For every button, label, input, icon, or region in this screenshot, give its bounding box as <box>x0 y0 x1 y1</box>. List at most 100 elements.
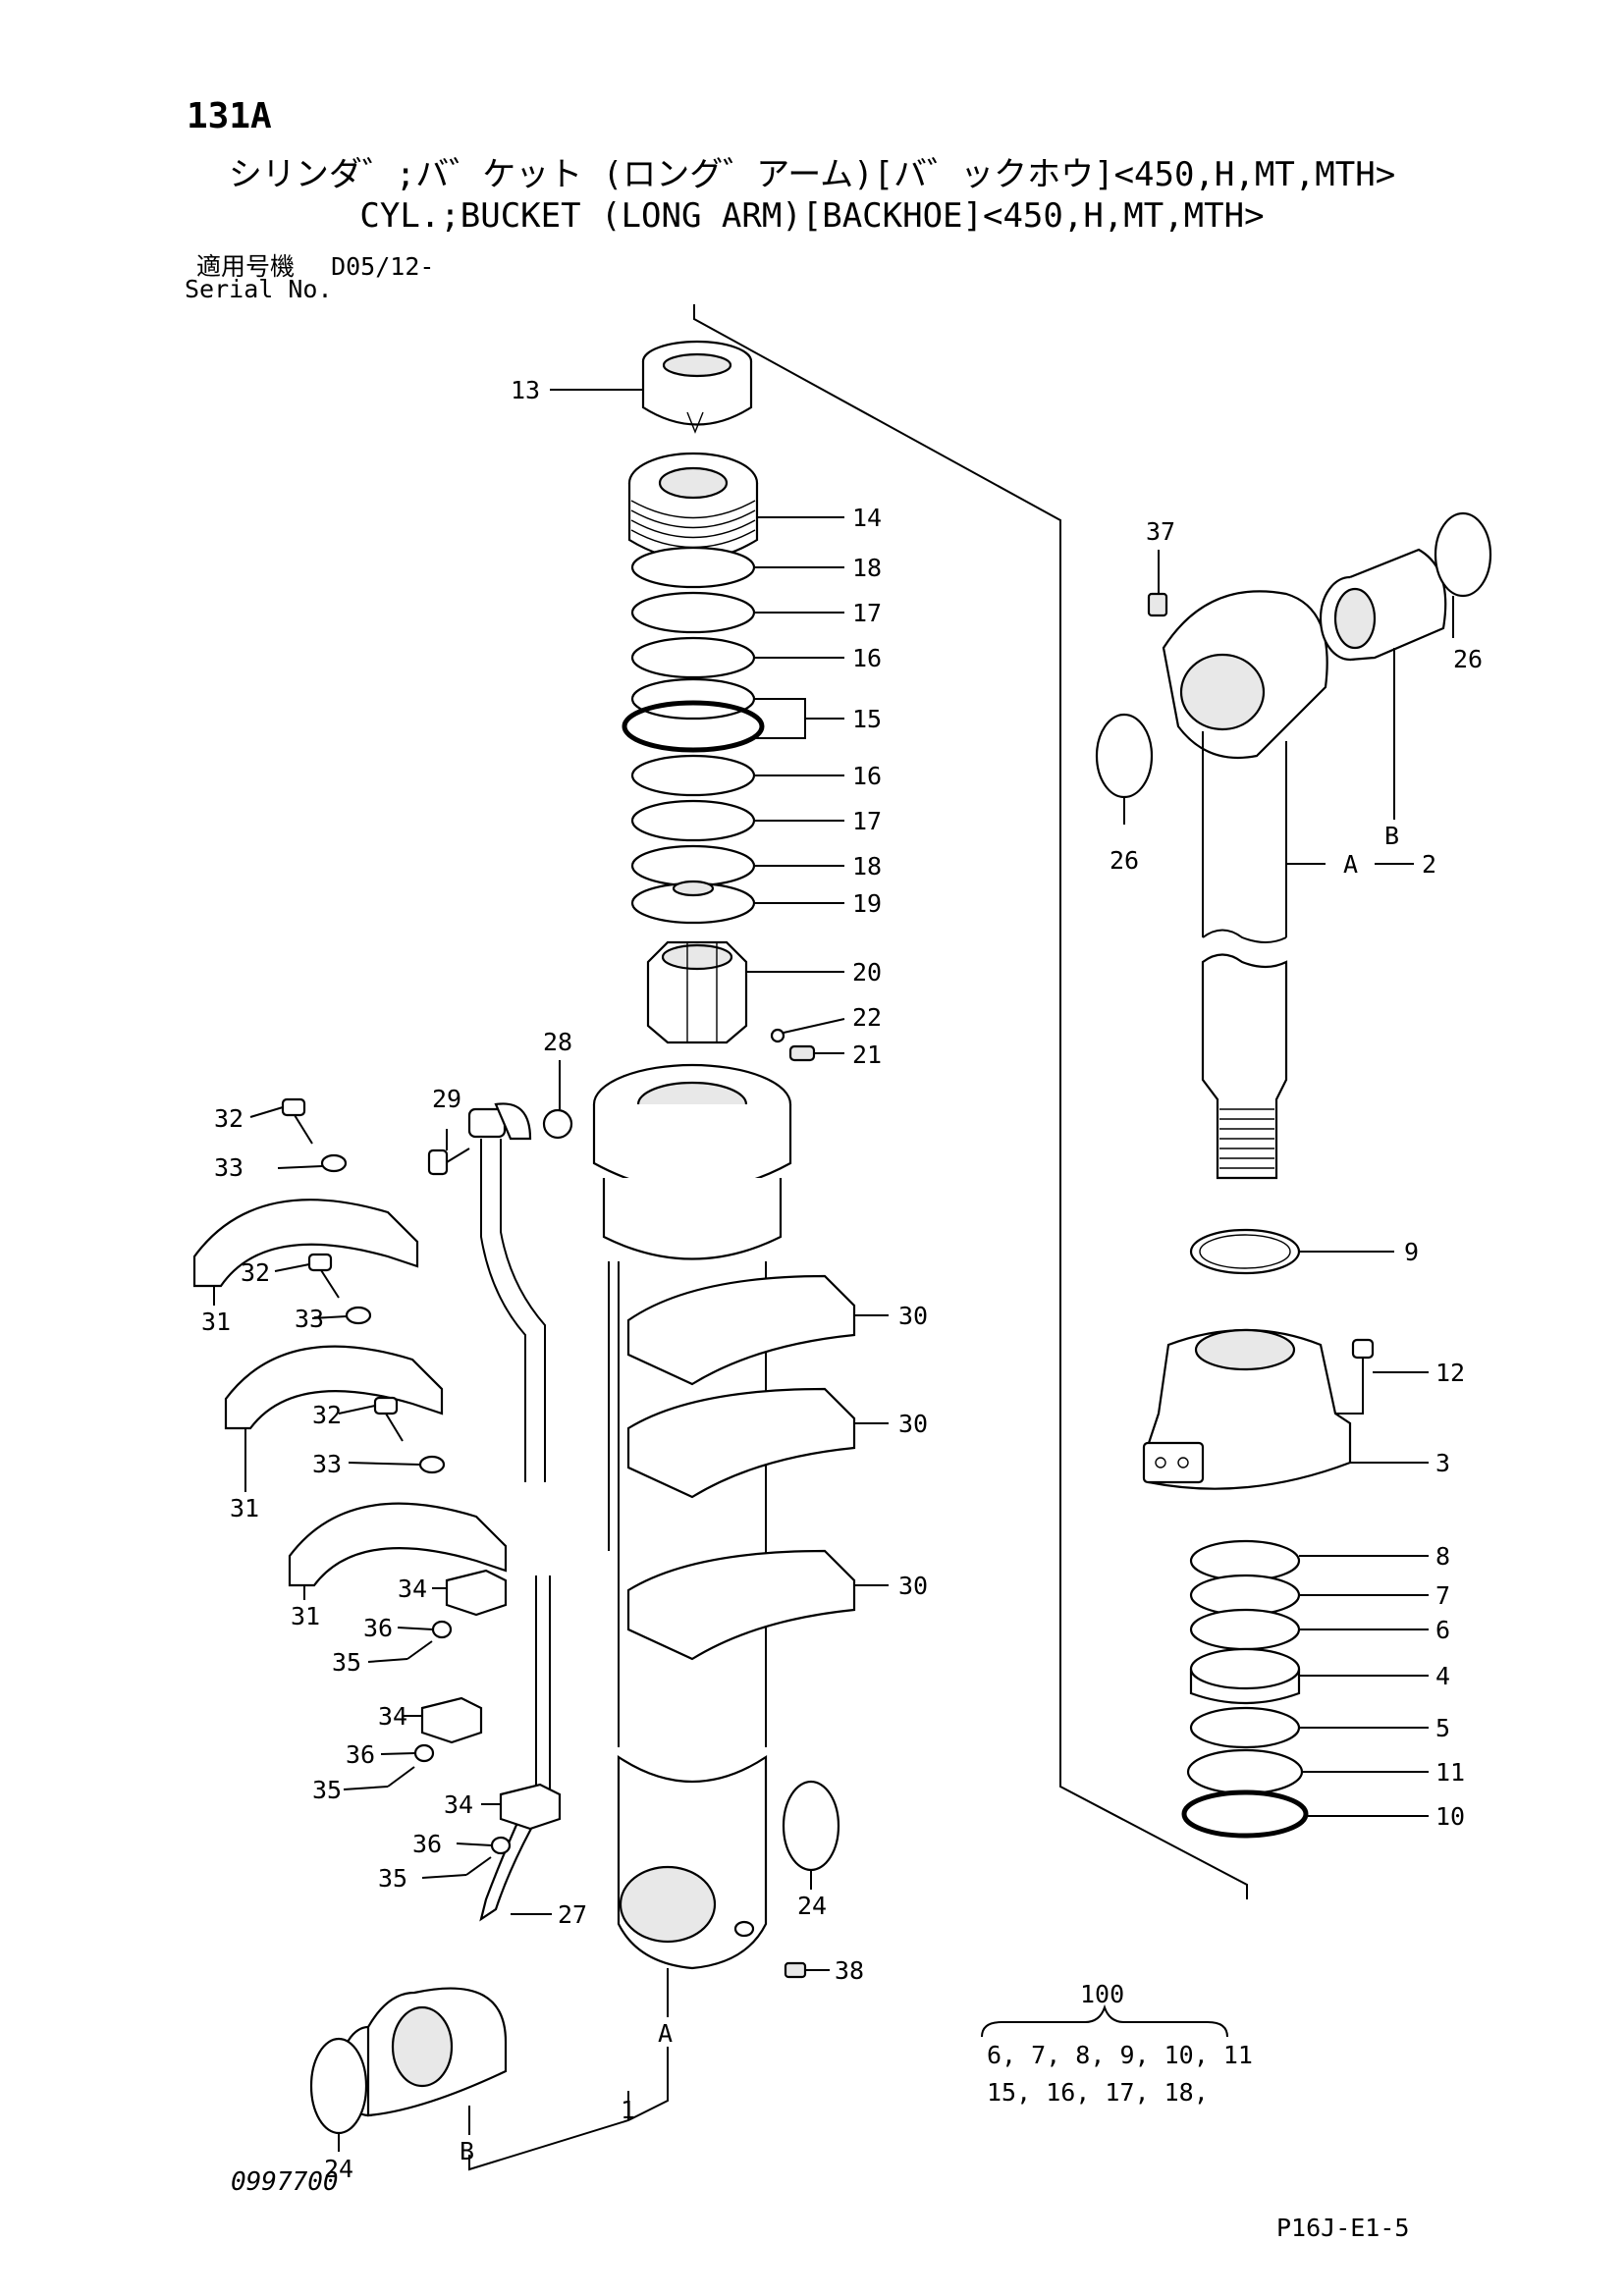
part-24-ring-bottom <box>309 2037 368 2135</box>
part-24-ring-side <box>782 1780 840 1872</box>
part-22-ball <box>770 1028 785 1043</box>
callout-33: 33 <box>214 1153 244 1182</box>
kit-parts-line1: 6, 7, 8, 9, 10, 11 <box>987 2041 1253 2069</box>
callout-37: 37 <box>1146 517 1175 546</box>
callout-32: 32 <box>312 1401 342 1429</box>
part-3-piston <box>1142 1328 1352 1490</box>
callout-31: 31 <box>230 1494 259 1522</box>
callout-4: 4 <box>1435 1662 1450 1690</box>
callout-B: B <box>460 2137 474 2165</box>
serial-line-japanese: 適用号機 D05/12- <box>196 247 434 283</box>
callout-19: 19 <box>852 889 882 918</box>
callout-17: 17 <box>852 807 882 835</box>
callout-33: 33 <box>312 1450 342 1478</box>
part-35-bolts <box>387 1640 492 1876</box>
part-14-gland <box>627 452 759 561</box>
callout-9: 9 <box>1404 1238 1419 1266</box>
callout-14: 14 <box>852 504 882 532</box>
part-12-bolt <box>1351 1338 1375 1394</box>
cylinder-head <box>592 1063 792 1260</box>
title-japanese: シリンダ゛;バ゛ケット (ロング゛アーム)[バ゛ックホウ]<450,H,MT,M… <box>228 155 1396 194</box>
part-34-clips <box>420 1569 562 1831</box>
page-reference: P16J-E1-5 <box>1276 2214 1410 2242</box>
callout-3: 3 <box>1435 1449 1450 1477</box>
callout-1: 1 <box>621 2096 635 2124</box>
callout-36: 36 <box>346 1740 375 1769</box>
callout-18: 18 <box>852 852 882 881</box>
callout-35: 35 <box>332 1648 361 1677</box>
callout-34: 34 <box>398 1575 427 1603</box>
part-bushing-top <box>1319 548 1447 662</box>
callout-29: 29 <box>432 1085 461 1113</box>
callout-30: 30 <box>898 1572 928 1600</box>
callout-10: 10 <box>1435 1802 1465 1831</box>
callout-35: 35 <box>312 1776 342 1804</box>
drawing-number: 0997700 <box>231 2167 339 2197</box>
callout-17: 17 <box>852 599 882 627</box>
callout-B: B <box>1384 822 1399 850</box>
part-33-washers <box>320 1153 446 1474</box>
part-31-clamps <box>192 1199 508 1587</box>
part-20-nut <box>646 940 748 1044</box>
kit-parts-line2: 15, 16, 17, 18, <box>987 2078 1209 2107</box>
callout-30: 30 <box>898 1302 928 1330</box>
serial-value: D05/12- <box>331 252 435 281</box>
part-9-ring <box>1189 1228 1301 1275</box>
callout-34: 34 <box>444 1790 473 1819</box>
callout-33: 33 <box>295 1305 324 1333</box>
callout-22: 22 <box>852 1003 882 1032</box>
callout-A: A <box>1343 850 1358 879</box>
part-21-screw <box>788 1044 816 1062</box>
callout-24: 24 <box>324 2155 353 2183</box>
page-number: 131A <box>187 96 272 136</box>
part-27-pipe <box>467 1102 551 1922</box>
callout-34: 34 <box>378 1702 407 1731</box>
callout-labels: 13 14 18 17 16 15 16 17 18 19 20 22 21 2… <box>201 376 1483 2183</box>
callout-18: 18 <box>852 554 882 582</box>
callout-11: 11 <box>1435 1758 1465 1787</box>
assembly-boundary <box>608 304 1248 1899</box>
callout-6: 6 <box>1435 1616 1450 1644</box>
callout-20: 20 <box>852 958 882 987</box>
callout-31: 31 <box>201 1308 231 1336</box>
part-30-bands <box>626 1274 856 1661</box>
callout-32: 32 <box>214 1104 244 1133</box>
part-37-grease-nipple <box>1147 592 1168 617</box>
part-2-rod <box>1162 590 1328 1180</box>
seal-stack <box>622 546 765 925</box>
callout-36: 36 <box>363 1614 393 1642</box>
callout-31: 31 <box>291 1602 320 1630</box>
callout-16: 16 <box>852 762 882 790</box>
callout-16: 16 <box>852 644 882 672</box>
callout-A: A <box>658 2019 673 2048</box>
callout-21: 21 <box>852 1041 882 1069</box>
lower-ring-stack <box>1181 1539 1309 1839</box>
callout-28: 28 <box>543 1028 572 1056</box>
callout-38: 38 <box>835 1956 864 1985</box>
callout-15: 15 <box>852 705 882 733</box>
part-13-cap <box>641 340 753 434</box>
part-29-bolt <box>427 1148 470 1176</box>
callout-13: 13 <box>511 376 540 404</box>
callout-32: 32 <box>241 1258 270 1287</box>
kit-brace <box>981 2003 1228 2038</box>
callout-36: 36 <box>412 1830 442 1858</box>
kit-number: 100 <box>1080 1980 1124 2008</box>
leader-lines <box>213 389 1454 2171</box>
callout-5: 5 <box>1435 1714 1450 1742</box>
part-1-cylinder-tube <box>617 1261 768 1970</box>
callout-30: 30 <box>898 1410 928 1438</box>
part-28-oring <box>542 1108 573 1140</box>
serial-label-jp: 適用号機 <box>196 252 296 281</box>
callout-12: 12 <box>1435 1359 1465 1387</box>
part-9-ring-inner <box>1199 1234 1291 1269</box>
part-26-ring-left <box>1095 713 1154 799</box>
part-38-grease-nipple <box>784 1961 807 1979</box>
callout-8: 8 <box>1435 1542 1450 1571</box>
callout-2: 2 <box>1422 850 1436 879</box>
callout-27: 27 <box>558 1900 587 1929</box>
callout-24: 24 <box>797 1892 827 1920</box>
callout-7: 7 <box>1435 1581 1450 1610</box>
